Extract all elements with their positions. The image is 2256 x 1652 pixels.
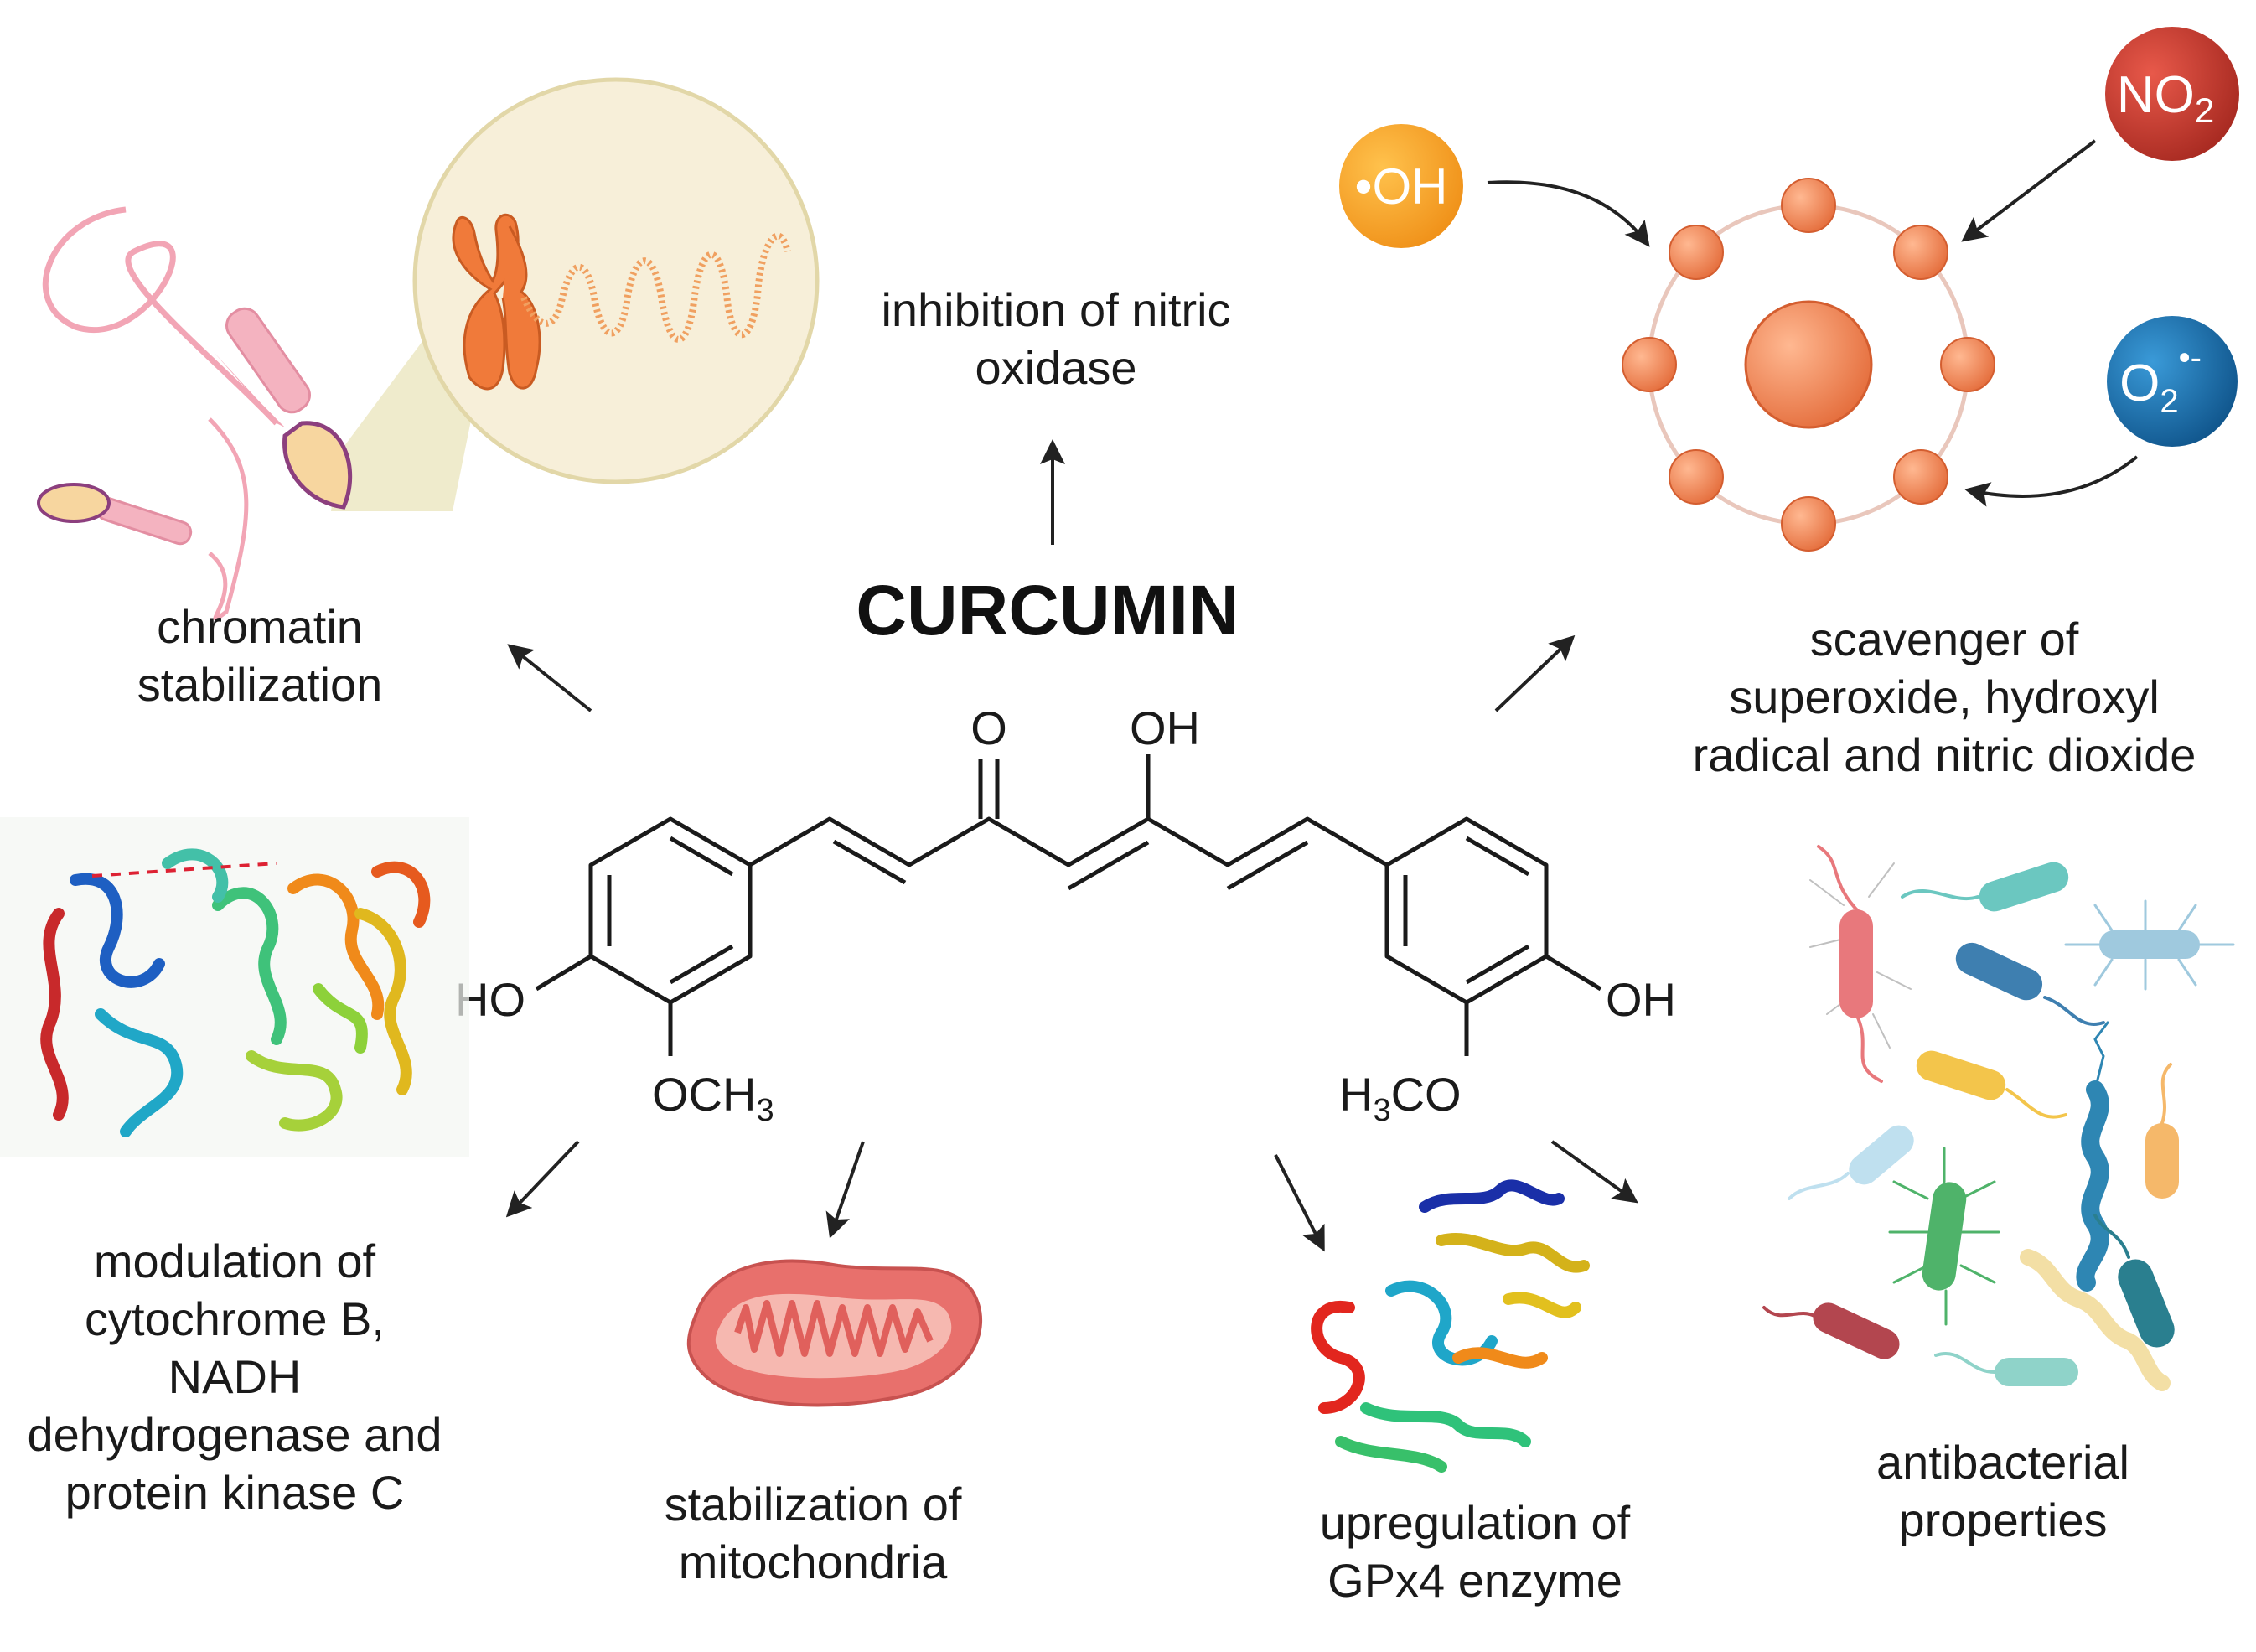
right-methoxy-label: H3CO bbox=[1339, 1068, 1462, 1128]
sperm-cell-small bbox=[37, 417, 249, 621]
label-scavenger: scavenger of superoxide, hydroxyl radica… bbox=[1692, 613, 2196, 781]
bacterium-pale-blue bbox=[1849, 1125, 1914, 1185]
arrow-to-gpx4 bbox=[1274, 1154, 1325, 1252]
bacterium-yellow bbox=[1916, 1050, 2006, 1100]
bacterium-teal-top bbox=[1979, 862, 2069, 912]
arrow-to-antibacterial bbox=[1550, 1140, 1638, 1204]
left-benzene-ring bbox=[588, 816, 753, 1005]
effect-arrows bbox=[505, 139, 2139, 1252]
bacterium-green bbox=[1922, 1182, 1967, 1291]
label-chromatin-stabilization: chromatin stabilization bbox=[137, 600, 383, 711]
atom-nucleus bbox=[1744, 300, 1873, 429]
bacterium-red bbox=[1839, 909, 1873, 1018]
protein-kinase-structure bbox=[0, 817, 469, 1157]
svg-text:NO2: NO2 bbox=[2117, 66, 2214, 130]
label-modulation: modulation of cytochrome B, NADH dehydro… bbox=[27, 1235, 442, 1519]
svg-text:O2•-: O2•- bbox=[2119, 339, 2202, 420]
conjugated-chain bbox=[748, 816, 1389, 867]
label-mitochondria: stabilization of mitochondria bbox=[664, 1478, 962, 1588]
gpx4-structure bbox=[1311, 1179, 1590, 1473]
label-nitric-oxidase: inhibition of nitric oxidase bbox=[881, 283, 1231, 394]
sperm-chromatin-illustration bbox=[37, 77, 820, 621]
label-gpx4: upregulation of GPx4 enzyme bbox=[1319, 1496, 1631, 1607]
curcumin-atom-labels: O OH HO OCH3 OH H3CO bbox=[455, 702, 1676, 1128]
bacterium-dark-teal bbox=[2118, 1259, 2175, 1348]
arrow-to-chromatin bbox=[507, 644, 592, 712]
arrow-no2-to-atom bbox=[1961, 139, 2097, 242]
arrow-to-scavenger bbox=[1494, 634, 1576, 712]
sperm-cell-large bbox=[42, 206, 353, 510]
bacterium-maroon bbox=[1813, 1302, 1900, 1359]
mitochondrion-illustration bbox=[686, 1259, 982, 1407]
superoxide-ball: O2•- bbox=[2107, 316, 2238, 447]
right-benzene-ring bbox=[1384, 816, 1549, 1005]
bacteria-illustration bbox=[1762, 845, 2235, 1391]
svg-text:•OH: •OH bbox=[1354, 158, 1447, 215]
hydroxyl-radical-ball: •OH bbox=[1339, 124, 1463, 248]
label-antibacterial: antibacterial properties bbox=[1876, 1436, 2129, 1546]
left-methoxy-label: OCH3 bbox=[652, 1068, 774, 1128]
arrow-to-modulation bbox=[505, 1140, 580, 1218]
arrow-to-mitochondria bbox=[825, 1141, 865, 1239]
chromosome-icon bbox=[452, 213, 541, 391]
bacterium-aqua bbox=[1995, 1358, 2078, 1386]
arrow-hydroxyl-to-atom bbox=[1487, 180, 1650, 247]
right-hydroxyl-label: OH bbox=[1606, 973, 1676, 1026]
bacterium-blue bbox=[1955, 942, 2043, 1001]
bacterium-orange bbox=[2145, 1123, 2179, 1199]
bacterium-cream-spiral bbox=[2020, 1249, 2171, 1391]
chromatin-strand bbox=[520, 232, 791, 343]
arrow-o2-to-atom bbox=[1964, 455, 2139, 507]
ketone-oxygen-label: O bbox=[970, 702, 1007, 754]
curcumin-structure bbox=[535, 754, 1602, 1056]
atom-electrons bbox=[1622, 178, 1995, 552]
curcumin-title: CURCUMIN bbox=[856, 571, 1239, 650]
chromosome-zoom-circle bbox=[412, 77, 820, 484]
bacterium-spiral bbox=[2076, 1080, 2109, 1292]
nitrogen-dioxide-ball: NO2 bbox=[2105, 27, 2239, 161]
enol-oh-label: OH bbox=[1130, 702, 1200, 754]
bacterium-lightblue bbox=[2099, 930, 2200, 959]
atom-illustration bbox=[1622, 178, 1995, 552]
